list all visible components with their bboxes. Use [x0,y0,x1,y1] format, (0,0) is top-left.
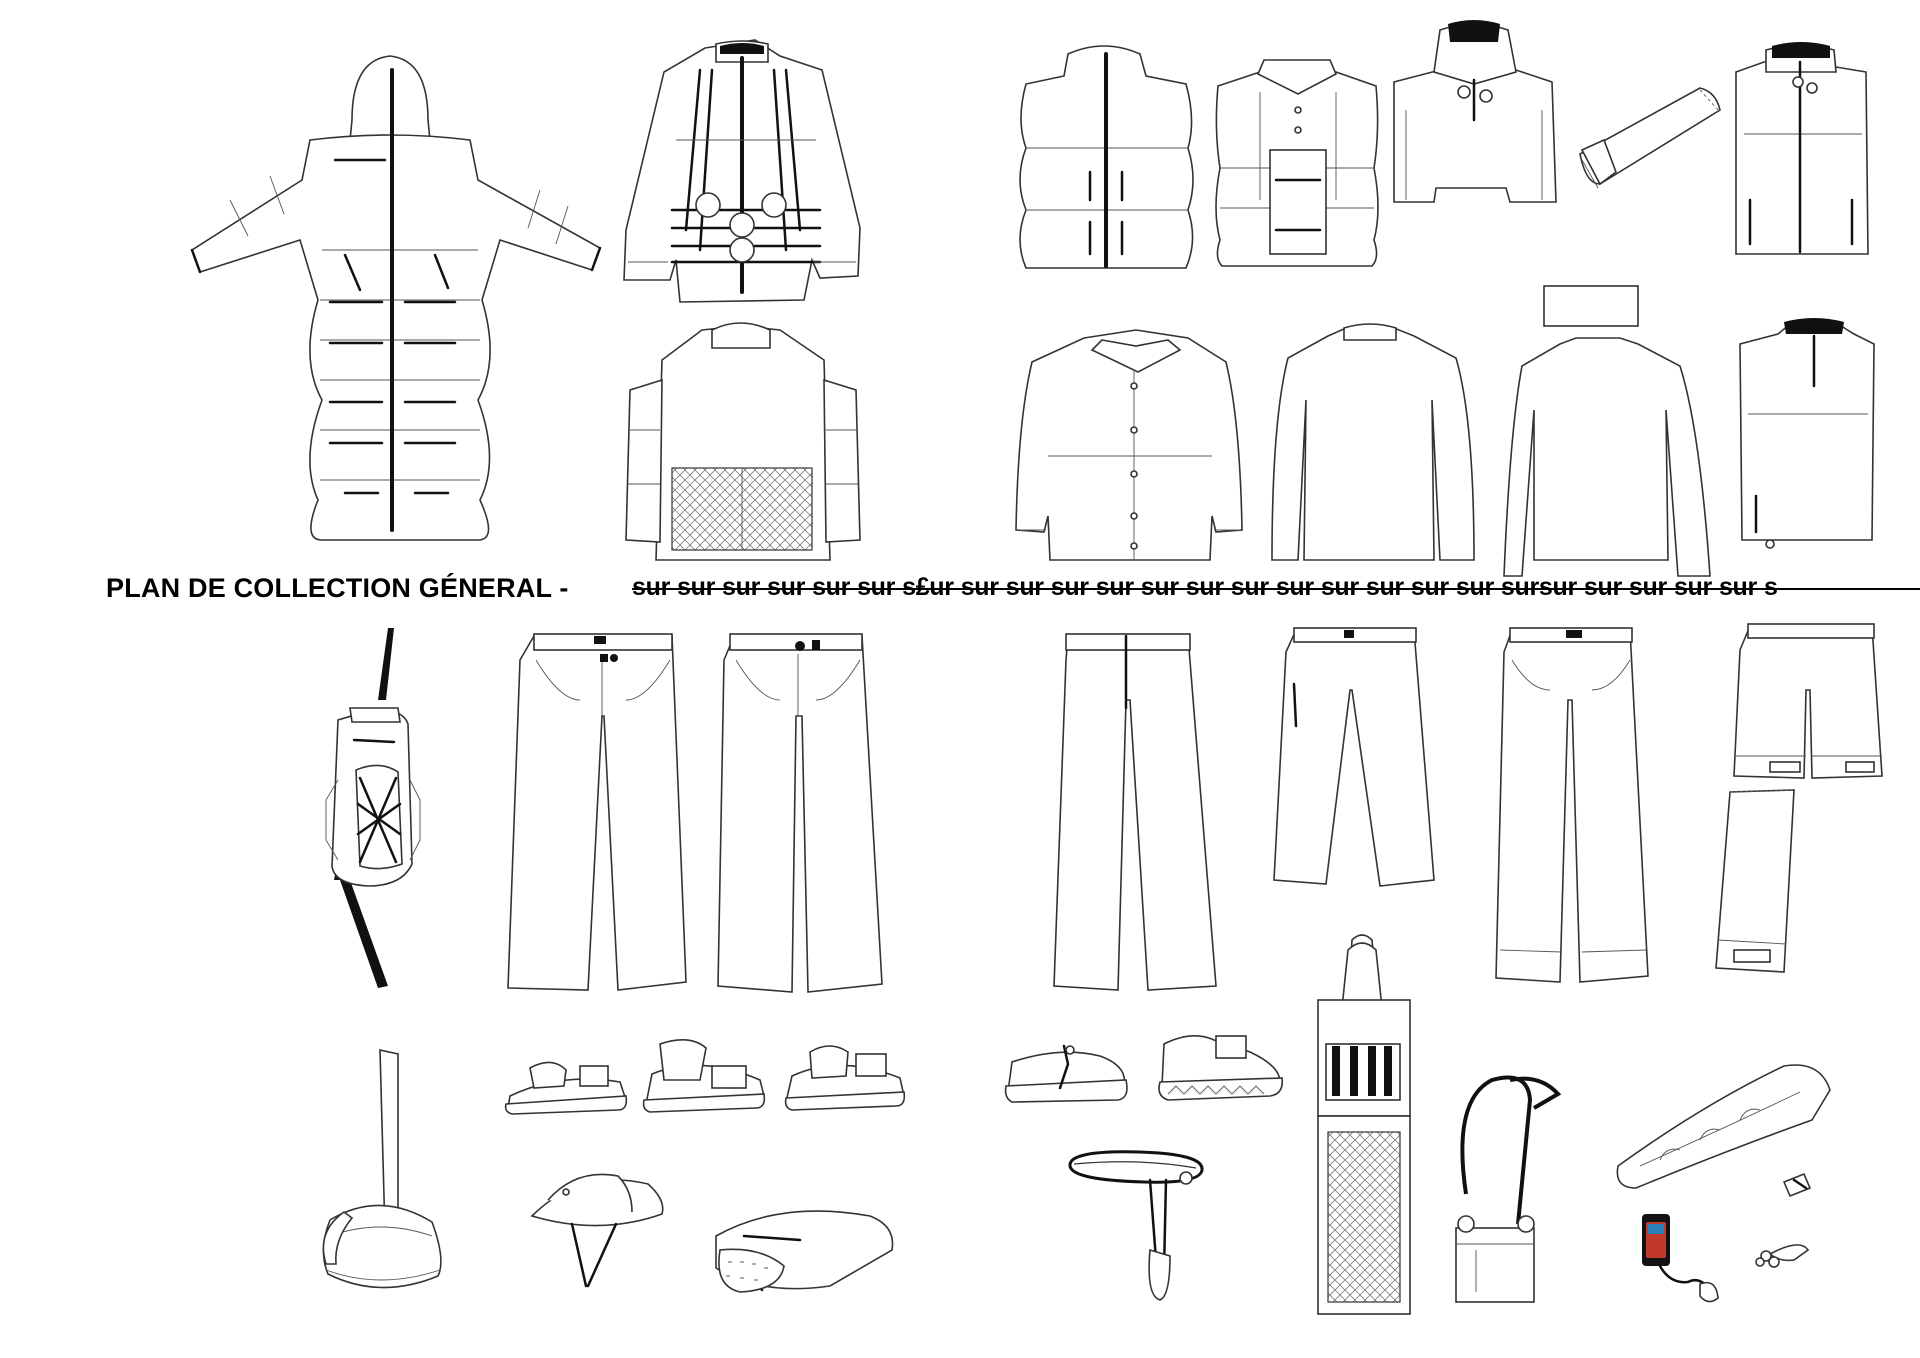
ticker-word: sur [1275,573,1314,601]
mesh-panel-top-icon [625,322,861,561]
keychain-icon [1755,1244,1810,1268]
tote-bag-icon [1317,934,1411,1315]
sling-bag-icon [1616,1064,1831,1198]
ticker-word: sur [1718,573,1757,601]
long-sleeve-tee-icon [1503,285,1711,577]
ticker-word: sur [960,573,999,601]
trousers-3-icon [1053,633,1217,991]
ticker-word: sur [1455,573,1494,601]
ticker-word: sur [677,573,716,601]
detached-sleeve-icon [1579,87,1721,189]
collection-plan-title: PLAN DE COLLECTION GÉNERAL - [106,573,569,603]
half-zip-vest-icon [1739,318,1875,549]
ticker-word: sur [1628,573,1667,601]
ticker-word: s [1763,573,1778,601]
bucket-hat-bag-icon [322,1048,442,1289]
ticker-word: sur [767,573,806,601]
trousers-4-icon [1273,627,1435,887]
ticker-word: sur [1050,573,1089,601]
ticker-word: sur [1410,573,1449,601]
backpack-icon [325,628,421,988]
bungee-strap-jacket-icon [623,39,861,303]
trousers-5-icon [1495,627,1649,983]
sandal-3-icon [784,1045,906,1111]
trousers-1-icon [507,633,687,991]
shorts-leg-extension-icon [1715,789,1795,973]
ticker-word: sur [722,573,761,601]
ticker-word: sur [1140,573,1179,601]
ticker-word: s£ur [902,573,954,601]
hooded-vest-icon [1735,42,1869,255]
collared-puffer-vest-icon [1215,59,1379,267]
long-puffer-coat-icon [190,55,602,541]
bucket-hat-icon [530,1173,664,1288]
puffer-vest-icon [1019,45,1194,269]
ticker-word: sur [1230,573,1269,601]
convertible-shorts-icon [1733,623,1883,779]
ticker-strike-line [632,588,1920,590]
ticker-word: sur [1320,573,1359,601]
phone-icon [1642,1214,1719,1303]
ticker-word: sur [1673,573,1712,601]
ticker-word: sur [632,573,671,601]
ticker-word: sur [1583,573,1622,601]
shoe-2-icon [1158,1035,1284,1101]
ticker-word: sur [1005,573,1044,601]
hooded-short-jacket-icon [1393,20,1557,203]
shoe-bag-icon [715,1210,894,1293]
sandal-2-icon [642,1039,766,1113]
ticker-word: sur [812,573,851,601]
trousers-2-icon [717,633,883,993]
ticker-word: sursur [1500,573,1577,601]
ticker-word: sur [857,573,896,601]
work-jacket-icon [1015,329,1243,561]
ticker-word: sur [1365,573,1404,601]
ticker-word: sur [1185,573,1224,601]
carabiner-belt-icon [1068,1150,1204,1301]
crossbody-pouch-icon [1455,1075,1562,1303]
shoe-1-icon [1004,1044,1128,1103]
ticker-word: sur [1095,573,1134,601]
mock-neck-top-icon [1271,323,1475,561]
sandal-1-icon [504,1061,628,1115]
